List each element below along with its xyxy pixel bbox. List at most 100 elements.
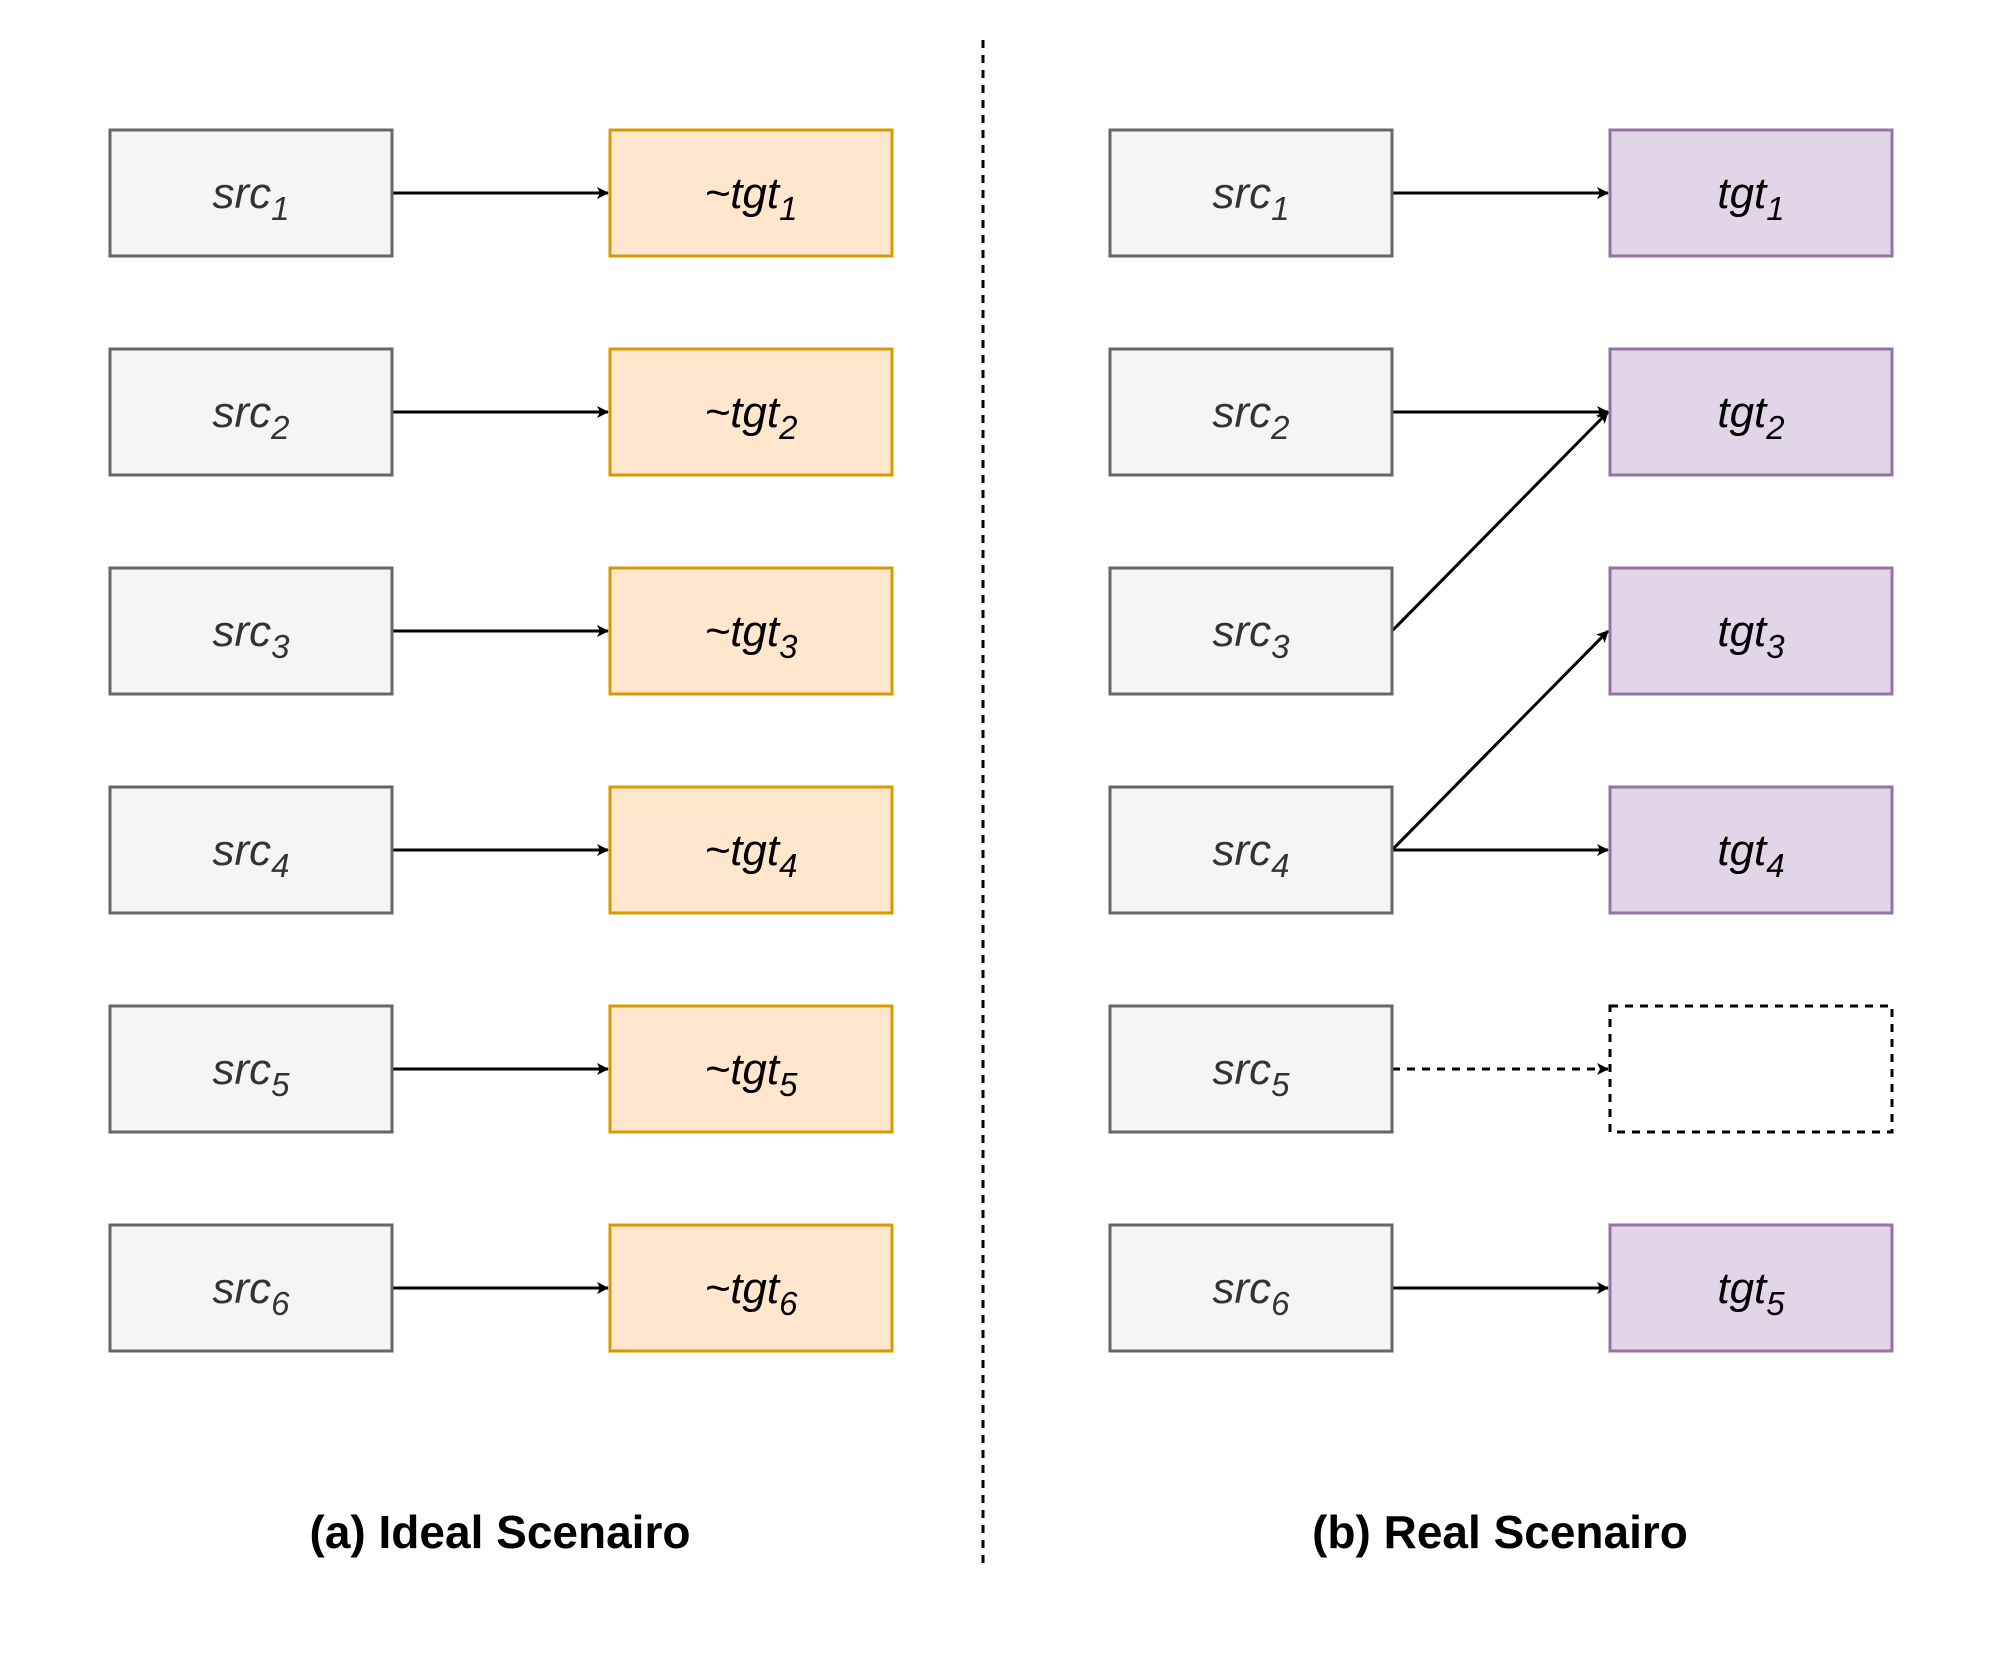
real-source-label-1: src1 [1212,169,1289,227]
real-source-label-5-text: src [1212,1045,1271,1094]
real-source-label-1-subscript: 1 [1271,190,1289,227]
ideal-target-label-6-subscript: 6 [779,1285,798,1322]
ideal-source-box-2 [108,347,394,477]
real-target-label-6: tgt5 [1717,1264,1785,1322]
real-source-box-3 [1108,566,1394,696]
real-target-label-3-subscript: 3 [1766,628,1785,665]
ideal-target-label-4-text: ~tgt [705,826,781,875]
ideal-source-label-6-subscript: 6 [271,1285,290,1322]
real-source-box-2 [1108,347,1394,477]
real-source-box-5 [1108,1004,1394,1134]
ideal-source-box-4 [108,785,394,915]
real-source-label-5-subscript: 5 [1271,1066,1290,1103]
real-target-label-1: tgt1 [1717,169,1784,227]
real-scenario-caption: (b) Real Scenairo [1312,1506,1688,1558]
real-source-label-6: src6 [1212,1264,1290,1322]
ideal-target-box-2 [608,347,894,477]
ideal-target-label-4: ~tgt4 [705,826,798,884]
real-edge-src4-to-tgt3 [1390,629,1610,852]
real-target-label-4-subscript: 4 [1766,847,1784,884]
ideal-target-label-6-text: ~tgt [705,1264,781,1313]
ideal-source-label-5-subscript: 5 [271,1066,290,1103]
real-target-label-3: tgt3 [1717,607,1785,665]
real-source-label-4-text: src [1212,826,1271,875]
real-source-label-2-text: src [1212,388,1271,437]
ideal-source-box-1 [108,128,394,258]
ideal-target-label-3-text: ~tgt [705,607,781,656]
real-target-box-1 [1608,128,1894,258]
ideal-source-label-6-text: src [212,1264,271,1313]
real-source-label-5: src5 [1212,1045,1290,1103]
real-target-label-4-text: tgt [1717,826,1768,875]
ideal-scenario-caption: (a) Ideal Scenairo [310,1506,691,1558]
real-source-label-3: src3 [1212,607,1290,665]
real-scenario-panel: src1src2src3src4src5src6tgt1tgt2tgt3tgt4… [1108,128,1894,1353]
real-source-box-4 [1108,785,1394,915]
ideal-source-label-1: src1 [212,169,289,227]
ideal-scenario-panel: src1src2src3src4src5src6~tgt1~tgt2~tgt3~… [108,128,894,1353]
real-source-label-3-subscript: 3 [1271,628,1290,665]
ideal-target-label-5-subscript: 5 [779,1066,798,1103]
ideal-target-label-3: ~tgt3 [705,607,799,665]
ideal-source-label-4-subscript: 4 [271,847,289,884]
ideal-source-box-3 [108,566,394,696]
real-target-label-2: tgt2 [1717,388,1784,446]
ideal-source-label-2-text: src [212,388,271,437]
ideal-source-label-3: src3 [212,607,290,665]
real-target-label-6-subscript: 5 [1766,1285,1785,1322]
ideal-target-label-2-text: ~tgt [705,388,781,437]
real-target-box-2 [1608,347,1894,477]
ideal-target-box-4 [608,785,894,915]
real-target-label-1-subscript: 1 [1766,190,1784,227]
ideal-source-label-1-subscript: 1 [271,190,289,227]
ideal-target-label-1-text: ~tgt [705,169,781,218]
real-source-box-1 [1108,128,1394,258]
ideal-target-label-4-subscript: 4 [779,847,797,884]
real-source-label-6-subscript: 6 [1271,1285,1290,1322]
real-missing-target-box [1608,1004,1894,1134]
real-source-label-4: src4 [1212,826,1289,884]
ideal-target-label-5-text: ~tgt [705,1045,781,1094]
ideal-source-label-1-text: src [212,169,271,218]
ideal-target-label-1-subscript: 1 [779,190,797,227]
real-source-label-4-subscript: 4 [1271,847,1289,884]
ideal-target-box-1 [608,128,894,258]
ideal-source-label-4-text: src [212,826,271,875]
ideal-target-label-2: ~tgt2 [705,388,798,446]
real-source-box-6 [1108,1223,1394,1353]
real-target-label-4: tgt4 [1717,826,1784,884]
ideal-target-box-6 [608,1223,894,1353]
real-target-label-2-subscript: 2 [1765,409,1784,446]
ideal-source-box-5 [108,1004,394,1134]
real-target-box-3 [1608,566,1894,696]
ideal-target-label-3-subscript: 3 [779,628,798,665]
ideal-source-label-5-text: src [212,1045,271,1094]
ideal-source-label-3-text: src [212,607,271,656]
real-target-box-4 [1608,785,1894,915]
real-target-label-3-text: tgt [1717,607,1768,656]
ideal-target-box-5 [608,1004,894,1134]
real-target-box-6 [1608,1223,1894,1353]
ideal-source-label-6: src6 [212,1264,290,1322]
ideal-target-box-3 [608,566,894,696]
real-target-label-6-text: tgt [1717,1264,1768,1313]
ideal-target-label-1: ~tgt1 [705,169,798,227]
ideal-source-label-5: src5 [212,1045,290,1103]
real-target-label-1-text: tgt [1717,169,1768,218]
real-target-label-2-text: tgt [1717,388,1768,437]
real-source-label-1-text: src [1212,169,1271,218]
ideal-source-label-3-subscript: 3 [271,628,290,665]
ideal-source-label-4: src4 [212,826,289,884]
real-source-label-2-subscript: 2 [1270,409,1289,446]
ideal-source-box-6 [108,1223,394,1353]
real-source-label-3-text: src [1212,607,1271,656]
real-edge-src3-to-tgt2 [1390,410,1610,633]
ideal-target-label-6: ~tgt6 [705,1264,799,1322]
real-source-label-2: src2 [1212,388,1289,446]
real-source-label-6-text: src [1212,1264,1271,1313]
ideal-target-label-5: ~tgt5 [705,1045,799,1103]
ideal-target-label-2-subscript: 2 [778,409,797,446]
ideal-source-label-2: src2 [212,388,289,446]
ideal-source-label-2-subscript: 2 [270,409,289,446]
